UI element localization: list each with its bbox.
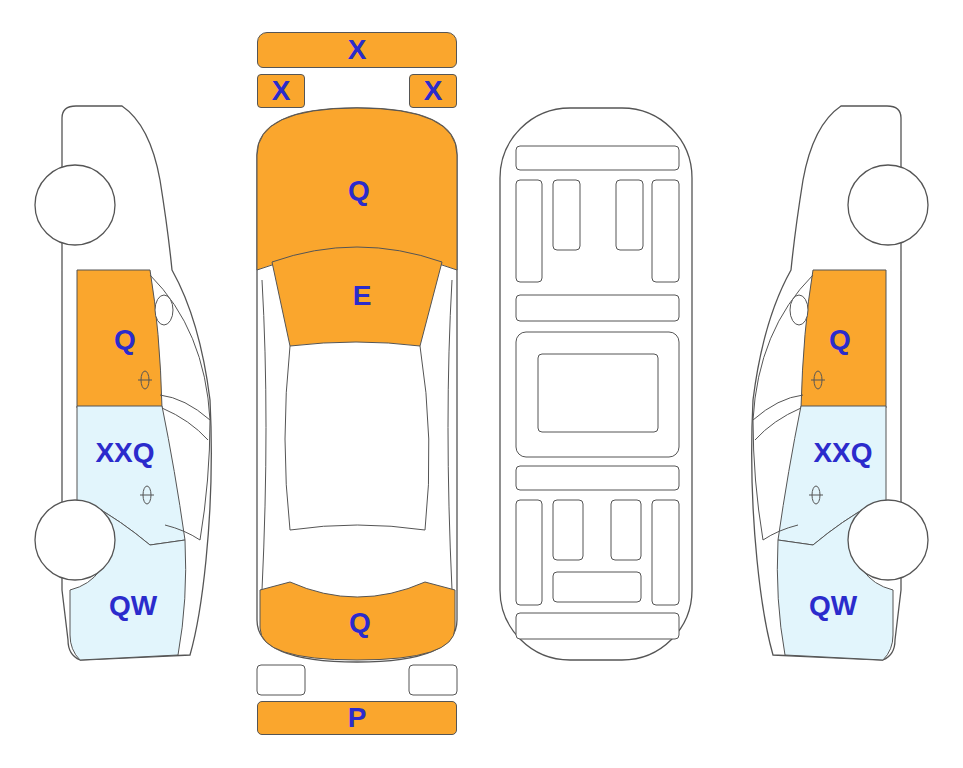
quarter-panel: QW	[105, 590, 161, 622]
damage-code: Q	[348, 177, 370, 205]
damage-code: QW	[109, 592, 157, 620]
damage-code: E	[353, 282, 372, 310]
damage-code: Q	[349, 609, 371, 637]
door-panel: XXQ	[91, 437, 158, 469]
damage-code: X	[272, 77, 291, 105]
damage-code: X	[348, 36, 367, 64]
door-panel: XXQ	[809, 437, 876, 469]
damage-code: Q	[114, 326, 136, 354]
bumper-panel: P	[257, 701, 457, 735]
corner-panel: X	[257, 74, 305, 108]
door-panel: Q	[825, 324, 855, 356]
corner-panel: X	[409, 74, 457, 108]
bumper-panel: X	[257, 32, 457, 68]
damage-code: XXQ	[813, 439, 872, 467]
damage-code: X	[424, 77, 443, 105]
hood-panel: Q	[344, 175, 374, 207]
damage-code: P	[348, 704, 367, 732]
windshield-panel: E	[349, 280, 376, 312]
damage-code: QW	[809, 592, 857, 620]
quarter-panel: QW	[805, 590, 861, 622]
door-panel: Q	[110, 324, 140, 356]
trunk-panel: Q	[345, 607, 375, 639]
damage-code: Q	[829, 326, 851, 354]
damage-code: XXQ	[95, 439, 154, 467]
